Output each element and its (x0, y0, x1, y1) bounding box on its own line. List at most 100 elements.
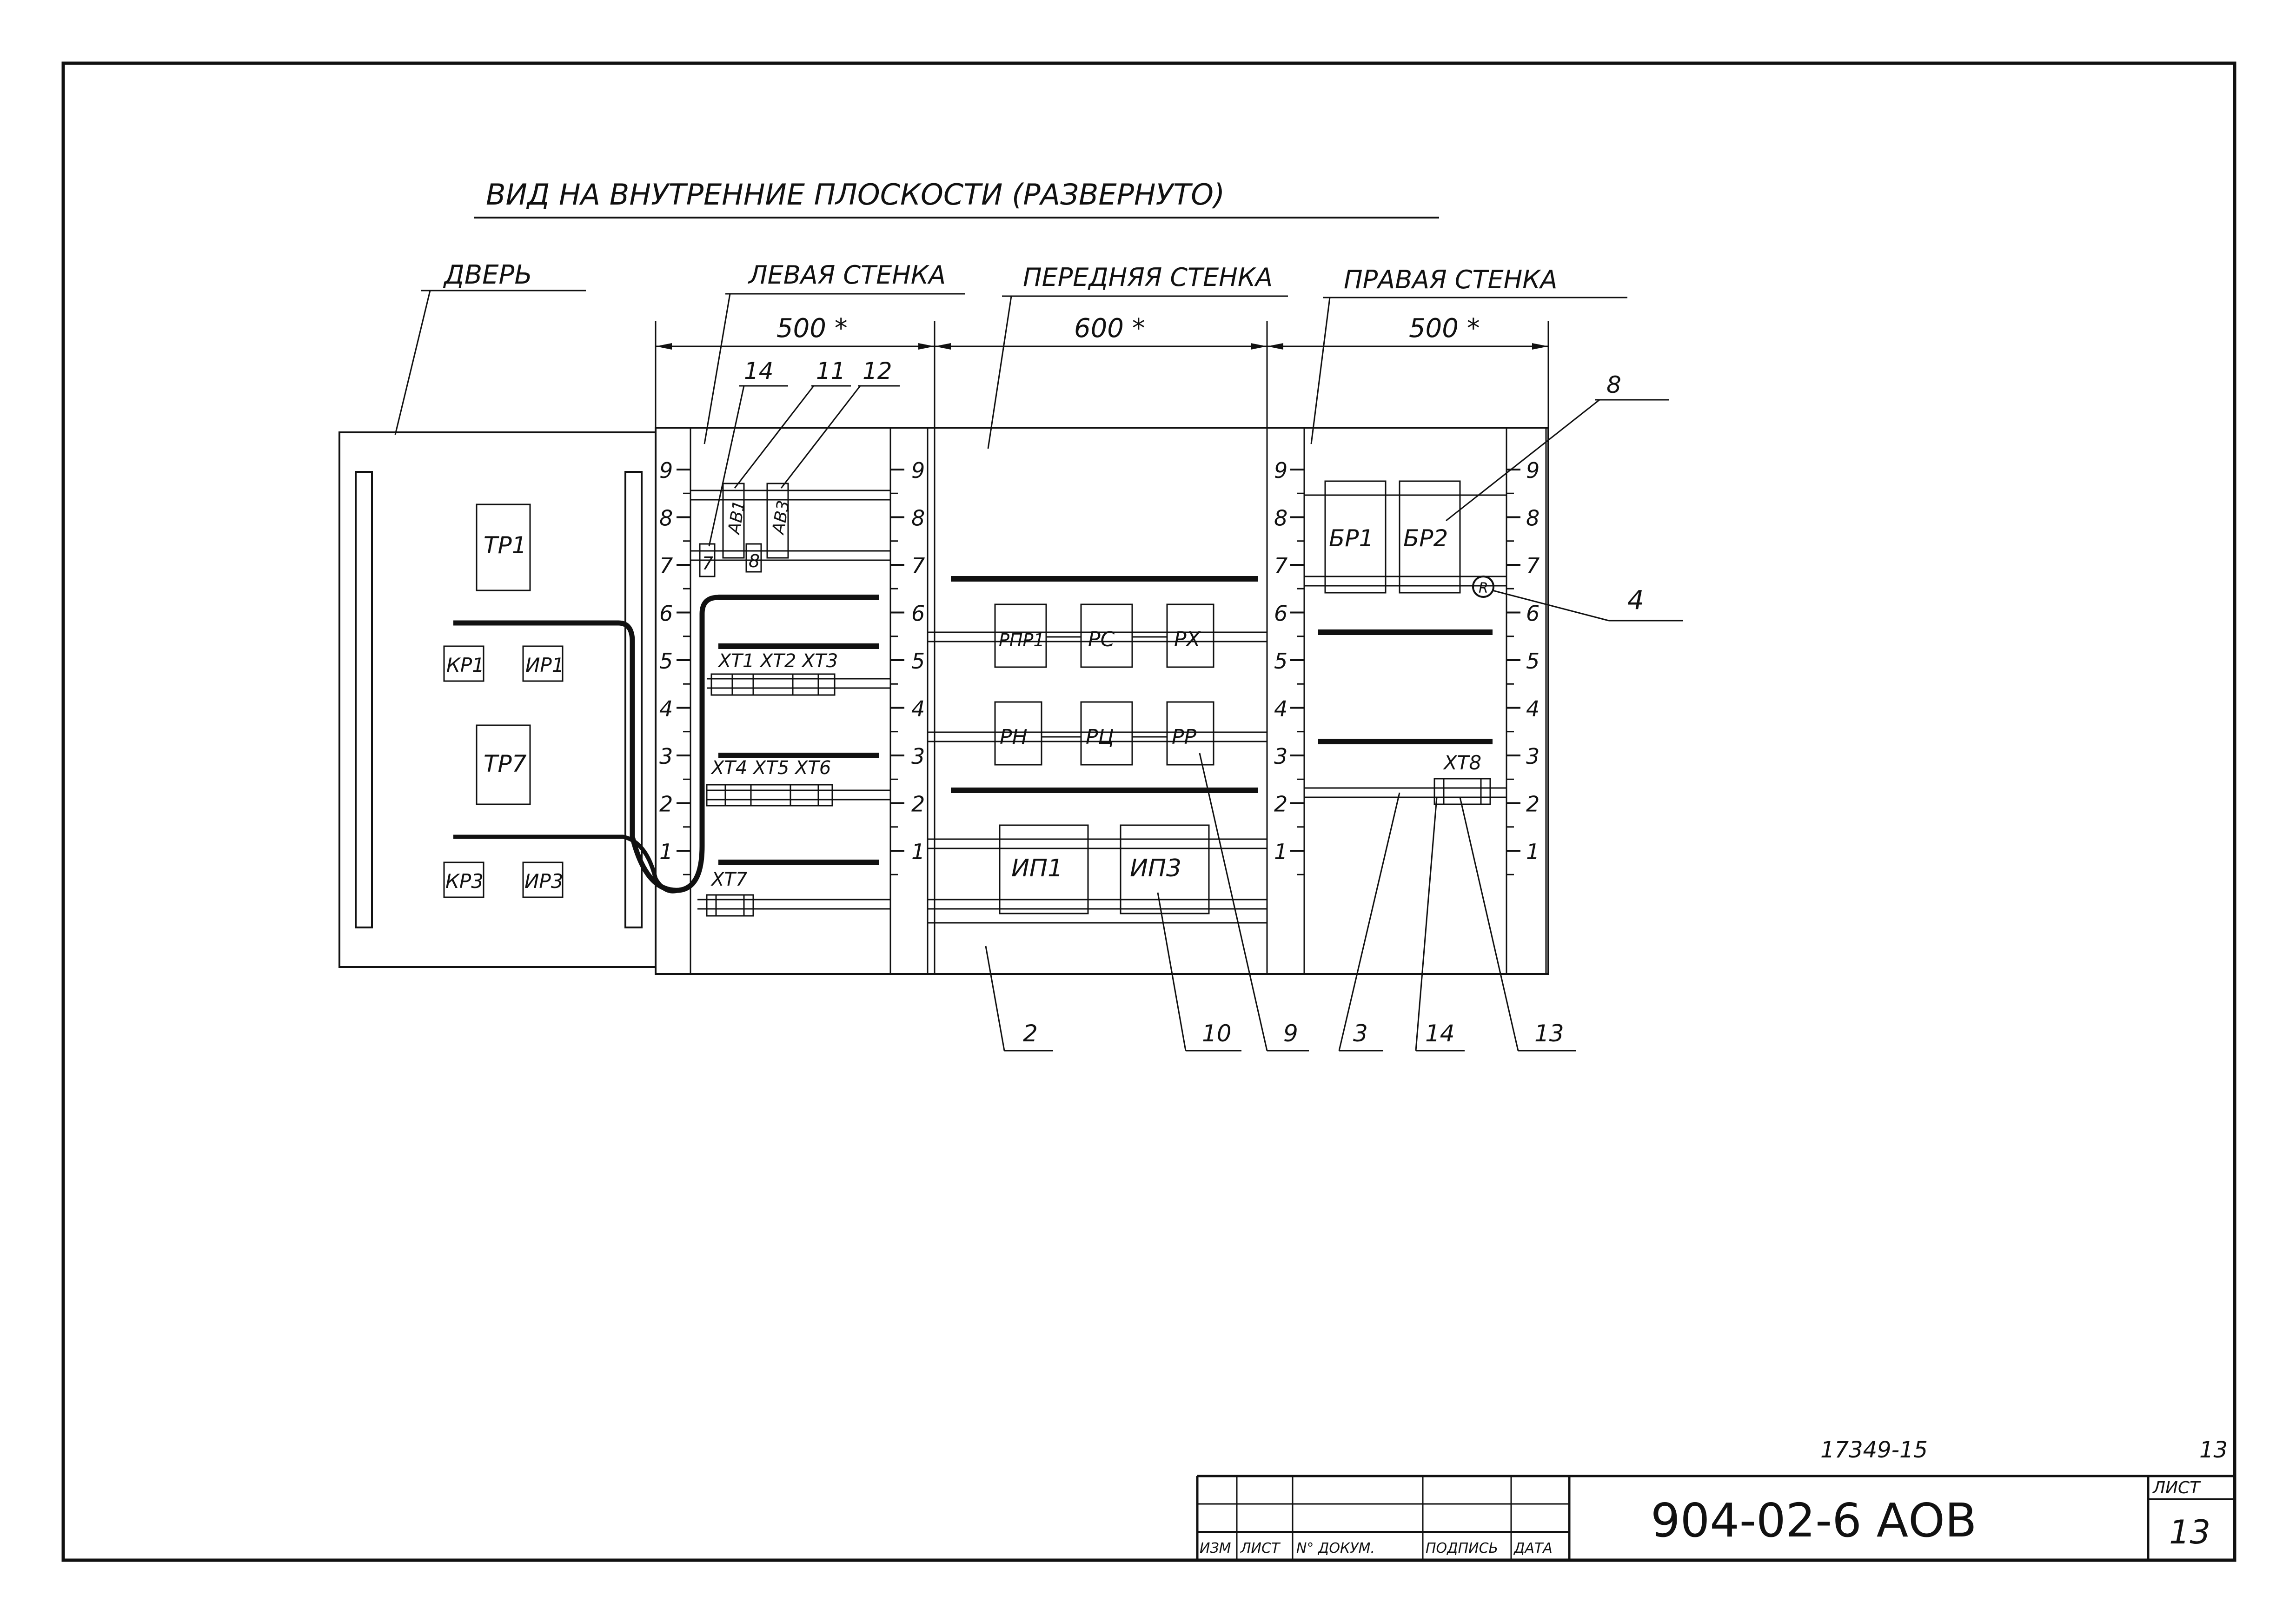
door-component-tr7 (476, 724, 531, 805)
dimension-arrow (935, 343, 951, 350)
component-ip1 (999, 824, 1089, 914)
label-terminal-xt8: ХТ8 (1443, 751, 1481, 774)
component-r-mark (1472, 576, 1494, 598)
sheet-label: ЛИСТ (2152, 1478, 2201, 1497)
left-wall-leader (703, 293, 731, 444)
label-ip1: ИП1 (1011, 854, 1063, 882)
component-rts (1080, 701, 1133, 766)
callout-leader (1157, 892, 1187, 1051)
callout-leader (734, 385, 815, 489)
dimension-right: 500 * (1409, 313, 1480, 344)
archive-number: 17349-15 (1820, 1437, 1928, 1463)
right-wall-heading: ПРАВАЯ СТЕНКА (1344, 265, 1557, 294)
label-terminal-xt7: ХТ7 (710, 869, 748, 890)
page-corner-number: 13 (2199, 1437, 2228, 1463)
door-rail-right (624, 471, 643, 928)
door-component-kr1 (443, 645, 484, 682)
label-rn: РН (1000, 725, 1028, 749)
callout-leader (1459, 797, 1519, 1051)
callout-leader (1338, 792, 1400, 1051)
label-av3: АВ3 (769, 499, 793, 536)
label-av1: АВ1 (724, 499, 749, 536)
component-rn (994, 701, 1042, 766)
cable-harness (453, 834, 680, 894)
scale-number: 8 (659, 506, 673, 531)
document-designation: 904-02-6 АОВ (1651, 1493, 1977, 1548)
callout-14-bottom: 14 (1425, 1020, 1455, 1047)
callout-10: 10 (1202, 1020, 1232, 1047)
scale-number: 3 (1526, 744, 1540, 769)
scale-number: 5 (659, 649, 673, 674)
terminal-block-1 (710, 673, 836, 696)
component-av3 (766, 483, 789, 559)
callout-12: 12 (863, 358, 892, 384)
door-panel (338, 431, 657, 968)
callout-13: 13 (1534, 1020, 1564, 1047)
scale-number: 6 (911, 601, 925, 626)
right-wall-leader (1310, 297, 1331, 444)
cable-ducts (718, 576, 1493, 865)
dimension-left: 500 * (776, 313, 848, 344)
scale-number: 5 (1526, 649, 1540, 674)
scale-number: 6 (1526, 601, 1540, 626)
label-br1: БР1 (1329, 525, 1374, 552)
label-terminal-group-1: ХТ1 ХТ2 ХТ3 (717, 650, 838, 672)
scale-number: 7 (1274, 553, 1287, 578)
component-sw8 (745, 543, 762, 573)
scale-number: 2 (1526, 792, 1540, 817)
terminal-block-xt7 (706, 894, 754, 917)
dimension-arrow (656, 343, 672, 350)
front-wall-leader (987, 296, 1012, 449)
label-ip3: ИП3 (1130, 854, 1181, 882)
component-br1 (1324, 480, 1387, 594)
callout-leader (708, 385, 745, 547)
scale-number: 7 (911, 553, 925, 578)
header-signature: ПОДПИСЬ (1426, 1540, 1498, 1556)
header-izm: ИЗМ (1200, 1540, 1231, 1556)
scale-number: 4 (911, 696, 925, 722)
label-terminal-group-2: ХТ4 ХТ5 ХТ6 (710, 757, 831, 779)
door-label-tr1: ТР1 (484, 532, 527, 559)
scale-number: 4 (1274, 696, 1287, 722)
label-rr: РР (1172, 725, 1197, 749)
dimension-arrow (1532, 343, 1548, 350)
scale-strips (655, 427, 1547, 975)
label-sw7: 7 (702, 553, 713, 574)
sheet-number: 13 (2169, 1513, 2210, 1551)
terminal-block-2 (706, 784, 833, 807)
callout-9: 9 (1283, 1020, 1298, 1047)
scale-number: 1 (1526, 839, 1540, 864)
door-label-kr1: КР1 (446, 654, 484, 676)
component-br2 (1399, 480, 1461, 594)
door-label-ir3: ИР3 (524, 870, 563, 893)
drawing-title: ВИД НА ВНУТРЕННИЕ ПЛОСКОСТИ (РАЗВЕРНУТО) (486, 178, 1225, 212)
scale-number: 1 (1274, 839, 1287, 864)
scale-number: 3 (911, 744, 925, 769)
scale-number: 2 (911, 792, 925, 817)
scale-number: 3 (1274, 744, 1287, 769)
callout-leader (985, 946, 1005, 1051)
label-r-mark: R (1479, 580, 1488, 596)
scale-strip (1266, 427, 1305, 975)
header-doc-number: N° ДОКУМ. (1296, 1540, 1375, 1556)
component-rr (1166, 701, 1214, 766)
scale-strip (889, 427, 929, 975)
component-rs (1080, 603, 1133, 668)
component-rh (1166, 603, 1214, 668)
scale-strip (1506, 427, 1547, 975)
scale-number: 9 (911, 458, 925, 483)
scale-number: 9 (659, 458, 673, 483)
scale-number: 8 (1526, 506, 1540, 531)
callout-leader (780, 385, 861, 489)
scale-number: 8 (911, 506, 925, 531)
title-block (1196, 1475, 2235, 1560)
header-list: ЛИСТ (1240, 1540, 1281, 1556)
scale-number: 7 (659, 553, 673, 578)
callout-14-top: 14 (744, 358, 774, 384)
sheet-frame (61, 61, 2236, 1562)
scale-number: 5 (911, 649, 925, 674)
label-sw8: 8 (749, 551, 760, 571)
component-rpr1 (994, 603, 1047, 668)
door-component-kr3 (443, 861, 484, 898)
label-rts: РЦ (1086, 725, 1114, 749)
